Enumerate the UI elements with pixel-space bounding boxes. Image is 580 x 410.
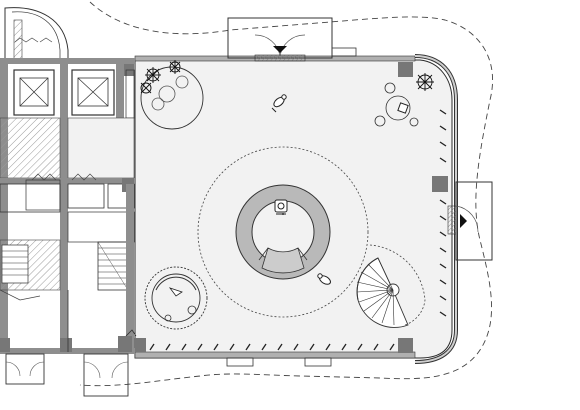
column-ne bbox=[398, 62, 413, 77]
east-entrance[interactable] bbox=[447, 181, 493, 261]
spiral-staircase-icon[interactable] bbox=[356, 244, 426, 328]
elevator-icon[interactable] bbox=[13, 69, 55, 116]
entrance-door-icon[interactable] bbox=[5, 353, 45, 385]
east-window-marks bbox=[439, 109, 447, 317]
south-window-marks bbox=[149, 343, 395, 351]
stool bbox=[374, 115, 386, 127]
circular-reception-desk-icon[interactable] bbox=[235, 184, 331, 280]
person-icon bbox=[317, 273, 331, 285]
site-boundary bbox=[79, 1, 494, 387]
entrance-arrow-icon bbox=[273, 46, 287, 53]
column-e bbox=[432, 176, 448, 192]
plant-icon bbox=[145, 67, 161, 83]
round-table-icon[interactable] bbox=[140, 66, 204, 130]
entrance-door-icon[interactable] bbox=[83, 353, 129, 397]
person-icon bbox=[397, 102, 409, 114]
north-entrance[interactable] bbox=[227, 17, 357, 62]
west-service-block bbox=[0, 7, 137, 397]
person-icon bbox=[274, 199, 288, 215]
round-table-icon[interactable] bbox=[144, 266, 208, 330]
entrance-arrow-icon bbox=[460, 214, 467, 228]
plant-icon bbox=[416, 73, 434, 91]
stair-icon[interactable] bbox=[0, 239, 61, 291]
elevator-icon[interactable] bbox=[71, 69, 115, 116]
column-se bbox=[398, 338, 413, 353]
atrium-circle bbox=[197, 146, 369, 318]
plant-icon bbox=[169, 60, 181, 74]
column-sw bbox=[132, 338, 146, 352]
stool bbox=[384, 82, 396, 94]
round-table-icon[interactable] bbox=[385, 95, 411, 121]
south-opening-2 bbox=[304, 357, 332, 367]
stool bbox=[409, 117, 419, 127]
stair-icon[interactable] bbox=[97, 241, 129, 291]
plant-icon bbox=[140, 82, 152, 94]
south-wall bbox=[134, 351, 416, 359]
south-opening-1 bbox=[226, 357, 254, 367]
person-icon bbox=[271, 94, 287, 113]
